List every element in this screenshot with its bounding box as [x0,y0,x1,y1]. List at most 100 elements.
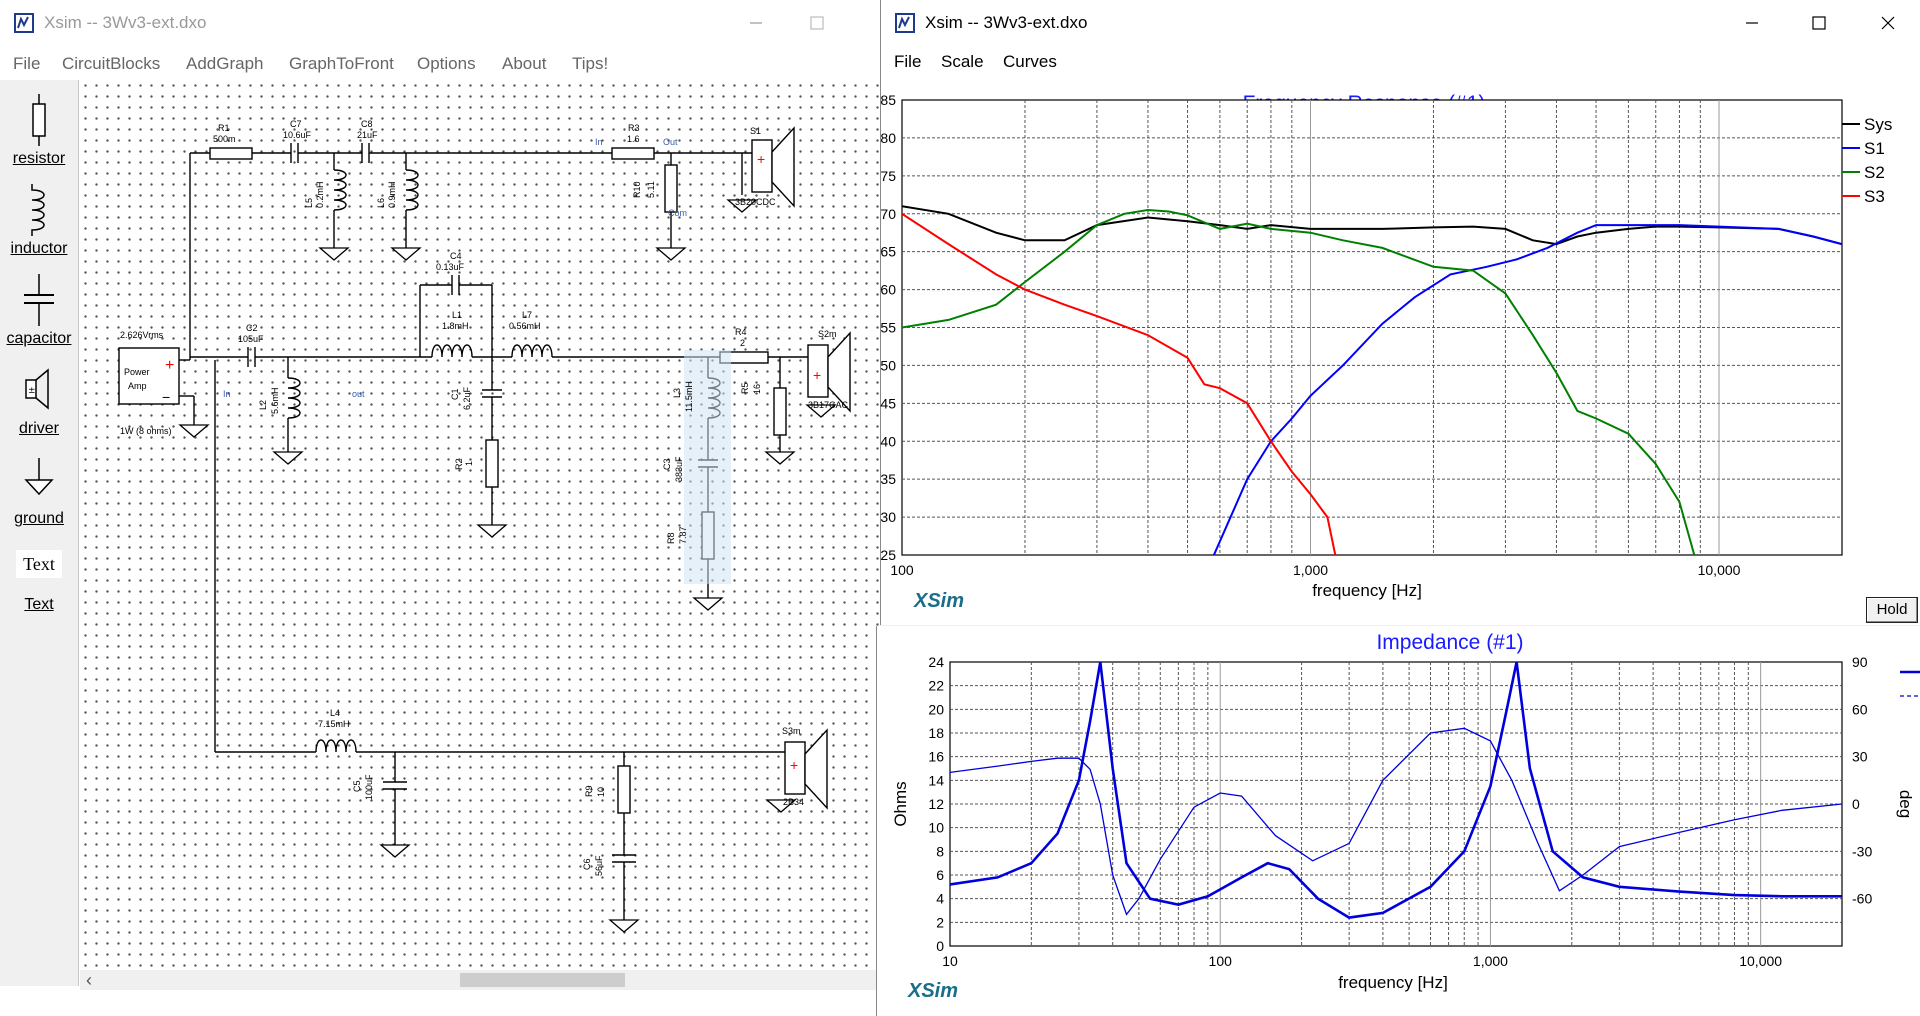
menu-tips[interactable]: Tips! [572,54,609,73]
y-tick-label: 75 [880,168,896,184]
x-tick-label: 1,000 [1293,562,1328,578]
menu-scale[interactable]: Scale [941,52,984,71]
horizontal-scrollbar[interactable]: ‹ [80,970,880,990]
impedance-chart: Impedance (#1)024681012141618202224-60-3… [891,631,1920,992]
menu-graphtofront[interactable]: GraphToFront [289,54,394,73]
svg-text:+: + [165,357,174,374]
component-palette: resistor inductor capacitor ± driver gro… [0,80,79,986]
amp-line2: Amp [128,381,147,391]
label-c2v: 105uF [238,334,264,344]
menu-addgraph[interactable]: AddGraph [186,54,264,73]
close-icon[interactable] [1874,12,1902,34]
label-c7v: 10.6uF [283,130,312,140]
y-tick-label: 6 [936,867,944,883]
schematic-titlebar: Xsim -- 3Wv3-ext.dxo [0,0,880,46]
hold-button[interactable]: Hold [1866,597,1918,623]
label-r8: R8 [666,532,676,544]
label-r1v: 500m [213,134,236,144]
text-tool-preview: Text [16,550,62,578]
y-tick-label: 12 [928,796,944,812]
label-l2v: 5.6mH [270,387,280,414]
y2-axis-label: deg [1896,790,1915,818]
series-group [950,662,1842,919]
y-tick-label: 22 [928,678,944,694]
y2-tick-label: 0 [1852,796,1860,812]
menu-circuitblocks[interactable]: CircuitBlocks [62,54,161,73]
y2-tick-label: 60 [1852,701,1868,717]
label-c2: C2 [246,323,258,333]
xsim-logo: XSim [914,590,965,612]
menu-curves[interactable]: Curves [1003,52,1057,71]
y-tick-label: 60 [880,282,896,298]
label-in: In [595,137,603,147]
label-l7: L7 [522,310,532,320]
palette-ground[interactable]: ground [0,450,78,535]
label-s3: S3m [782,726,801,736]
menu-about[interactable]: About [502,54,547,73]
y-tick-label: 85 [880,92,896,108]
palette-driver[interactable]: ± driver [0,360,78,445]
xsim-logo-impedance: XSim [908,980,959,1002]
label-l5: L5 [304,198,314,208]
svg-text:±: ± [28,386,36,396]
series-s2-line [902,208,1696,555]
label-r3v: 1.6 [627,134,640,144]
svg-text:+: + [790,757,798,773]
y-tick-label: 0 [936,938,944,954]
y-tick-label: 25 [880,547,896,563]
y-tick-label: 20 [928,701,944,717]
minimize-icon[interactable] [1738,12,1766,34]
y-tick-label: 70 [880,206,896,222]
label-l7v: 0.56mH [509,321,541,331]
minimize-icon[interactable] [742,12,770,34]
label-l2: L2 [258,400,268,410]
x-tick-label: 100 [890,562,914,578]
amp-rating: 1W (8 ohms) [120,426,172,436]
speaker-icon: ± [25,368,49,410]
label-r9: R9 [584,785,594,797]
capacitor-icon [24,274,54,326]
label-in2: In [223,389,231,399]
label-s1m: 3B20CDC [735,197,776,207]
label-r2v: 1 [464,461,474,466]
crossover-schematic: + + + + − R1 500m C7 10.6uF C8 21uF R3 1… [118,119,851,933]
scrollbar-thumb[interactable] [460,973,625,987]
scroll-left-icon[interactable]: ‹ [86,970,92,990]
menu-file[interactable]: File [894,52,922,71]
x-axis-label: frequency [Hz] [1338,973,1448,992]
label-r4v: 2 [740,338,745,348]
freq-menubar: File Scale Curves [881,46,1920,80]
label-com: Com [668,208,687,218]
speaker-s1: + + + [751,126,851,810]
y-tick-label: 50 [880,357,896,373]
palette-resistor[interactable]: resistor [0,90,78,175]
series-group [902,205,1842,555]
ground-icon [24,458,54,496]
palette-capacitor[interactable]: capacitor [0,270,78,355]
label-out2: out [352,389,365,399]
series-sys-line [902,205,1842,246]
y-tick-label: 24 [928,654,944,670]
maximize-icon[interactable] [1805,12,1833,34]
schematic-canvas[interactable]: + + + + − R1 500m C7 10.6uF C8 21uF R3 1… [80,80,880,970]
label-r5: R5 [740,382,750,394]
label-c4: C4 [450,251,462,261]
maximize-icon[interactable] [803,12,831,34]
palette-inductor[interactable]: inductor [0,180,78,265]
palette-text[interactable]: Text Text [0,540,78,625]
menu-options[interactable]: Options [417,54,476,73]
x-tick-label: 100 [1209,953,1233,969]
amp-voltage: 2.626Vrms [120,330,164,340]
label-c6: C6 [582,858,592,870]
series-magnitude-line [950,662,1842,919]
series-phase-line [950,727,1842,916]
label-c4v: 0.13uF [436,262,465,272]
label-r8v: 7.87 [678,526,688,544]
y-tick-label: 80 [880,130,896,146]
label-c3: C3 [662,458,672,470]
label-s1: S1 [750,126,761,136]
y-tick-label: 14 [928,772,944,788]
legend-label-s1: S1 [1864,139,1885,158]
menu-file[interactable]: File [13,54,41,73]
label-c5v: 100uF [364,774,374,800]
